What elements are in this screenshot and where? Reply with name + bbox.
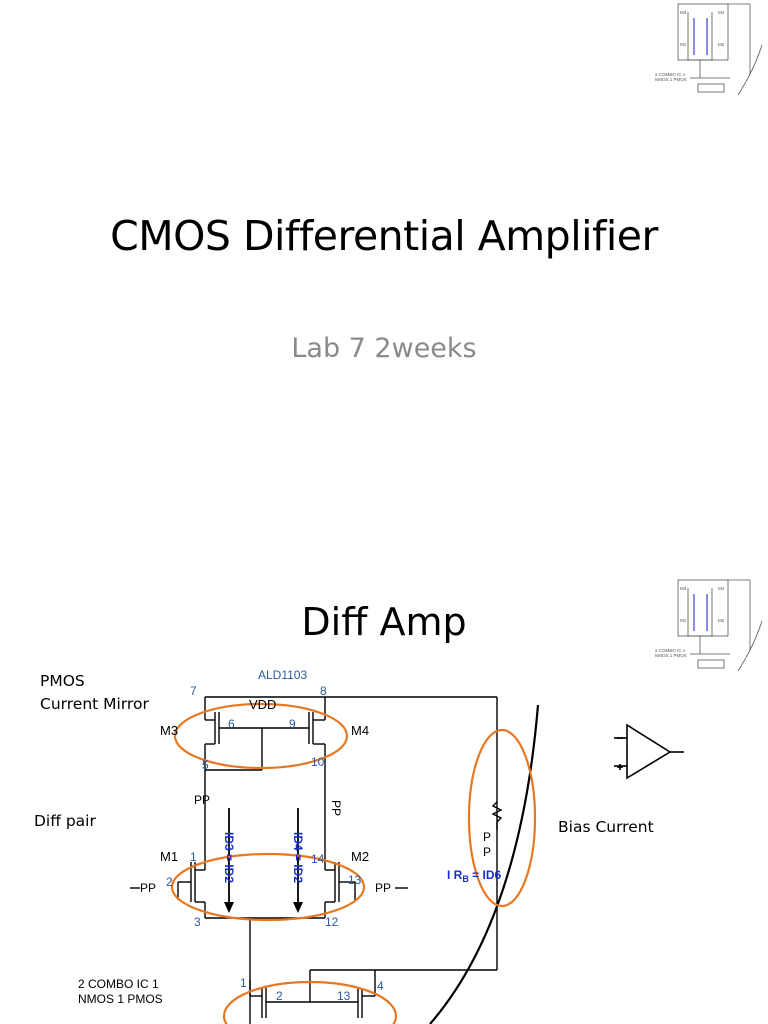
pp-in-right-label: PP xyxy=(375,881,391,895)
diff-pair-highlight xyxy=(170,852,366,922)
combo-ic-label: 2 COMBO IC 1 NMOS 1 PMOS xyxy=(78,977,163,1007)
svg-text:M4: M4 xyxy=(718,586,725,591)
svg-text:M4: M4 xyxy=(718,10,725,15)
pin-9: 9 xyxy=(289,717,296,731)
bias-curve xyxy=(429,704,540,1024)
m2-label: M2 xyxy=(351,849,369,864)
pp-in-left-label: PP xyxy=(140,881,156,895)
chip-label: ALD1103 xyxy=(258,668,307,682)
m3-label: M3 xyxy=(160,723,178,738)
irb-eq: = ID6 xyxy=(469,868,502,882)
pin-1: 1 xyxy=(190,850,197,864)
opamp-symbol xyxy=(614,723,684,780)
svg-text:M2: M2 xyxy=(718,42,725,47)
irb-sub: B xyxy=(462,874,469,884)
pin-5: 5 xyxy=(202,758,209,772)
pin-bottom-4: 4 xyxy=(377,979,384,993)
pp-left-label: PP xyxy=(194,793,210,807)
pp-right-label: PP xyxy=(329,800,343,816)
pin-bottom-1: 1 xyxy=(240,976,247,990)
id4-id2-label: ID4 = ID2 xyxy=(291,832,305,883)
svg-text:2 COMBO IC 1: 2 COMBO IC 1 xyxy=(655,648,686,653)
slide-title-text: CMOS Differential Amplifier xyxy=(110,212,658,260)
m4-label: M4 xyxy=(351,723,369,738)
pin-2: 2 xyxy=(166,875,173,889)
svg-text:M3: M3 xyxy=(680,586,687,591)
slide-subtitle-text: Lab 7 2weeks xyxy=(291,333,477,364)
svg-text:M1: M1 xyxy=(680,42,687,47)
current-source-highlight xyxy=(222,980,398,1024)
p-label-2: P xyxy=(483,845,491,859)
m1-label: M1 xyxy=(160,849,178,864)
irb-main: I R xyxy=(447,868,463,882)
pin-7: 7 xyxy=(190,684,197,698)
pin-10: 10 xyxy=(311,755,325,769)
pin-3: 3 xyxy=(194,915,201,929)
pmos-current-mirror-label: PMOS Current Mirror xyxy=(40,670,149,716)
pmos-label-line1: PMOS xyxy=(40,672,85,690)
bias-highlight xyxy=(467,728,537,908)
svg-text:M3: M3 xyxy=(680,10,687,15)
p-label-1: P xyxy=(483,830,491,844)
pin-8: 8 xyxy=(320,684,327,698)
diff-pair-label: Diff pair xyxy=(34,812,96,830)
svg-text:NMOS 1 PMOS: NMOS 1 PMOS xyxy=(655,77,687,82)
svg-text:M1: M1 xyxy=(680,618,687,623)
id3-id2-label: ID3 = ID2 xyxy=(222,832,236,883)
pmos-label-line2: Current Mirror xyxy=(40,695,149,713)
pin-13: 13 xyxy=(348,873,362,887)
mirror-highlight xyxy=(173,702,349,770)
pin-14: 14 xyxy=(311,852,325,866)
pin-bottom-13: 13 xyxy=(337,989,351,1003)
svg-text:M2: M2 xyxy=(718,618,725,623)
irb-label: I RB = ID6 xyxy=(447,868,502,884)
diff-amp-schematic: ALD1103 7 8 6 9 5 10 1 14 2 13 3 12 1 2 … xyxy=(130,668,684,1024)
vdd-label: VDD xyxy=(249,697,276,712)
pin-bottom-2: 2 xyxy=(276,989,283,1003)
pin-12: 12 xyxy=(325,915,339,929)
pin-6: 6 xyxy=(228,717,235,731)
combo-label-line2: NMOS 1 PMOS xyxy=(78,992,163,1006)
bias-current-label: Bias Current xyxy=(558,818,654,836)
svg-text:NMOS 1 PMOS: NMOS 1 PMOS xyxy=(655,653,687,658)
combo-label-line1: 2 COMBO IC 1 xyxy=(78,977,159,991)
slide-title-text: Diff Amp xyxy=(301,600,467,644)
svg-text:2 COMBO IC 1: 2 COMBO IC 1 xyxy=(655,72,686,77)
